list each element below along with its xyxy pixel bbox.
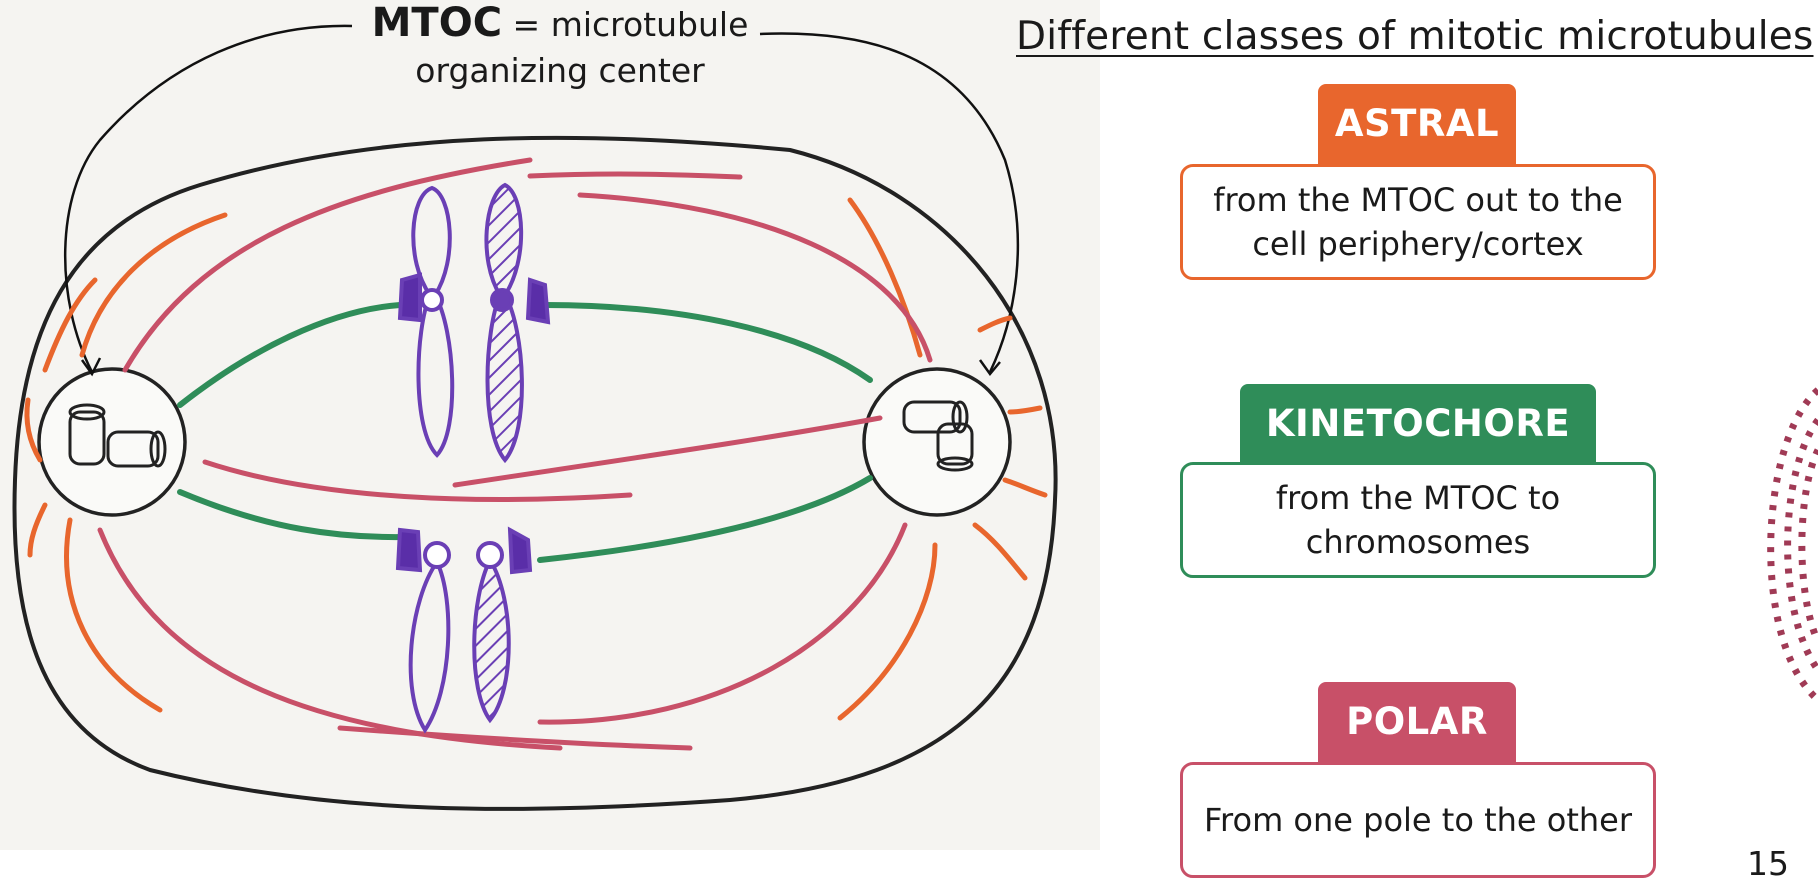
kinetochore-description: from the MTOC to chromosomes [1275, 479, 1561, 561]
mtoc-line2: organizing center [415, 51, 705, 90]
astral-description: from the MTOC out to the cell periphery/… [1213, 181, 1623, 263]
mtoc-label: MTOC = microtubule organizing center [340, 0, 780, 94]
mtoc-arrows [63, 24, 1020, 377]
chromosomes [395, 182, 551, 734]
mtoc-rest: = microtubule [502, 5, 749, 44]
polar-badge: POLAR [1318, 682, 1516, 762]
mtoc-abbr: MTOC [371, 0, 503, 46]
kinetochore-badge: KINETOCHORE [1240, 384, 1596, 464]
mitotic-spindle-diagram [0, 0, 1100, 850]
slide-title: Different classes of mitotic microtubule… [1016, 14, 1814, 59]
astral-description-box: from the MTOC out to the cell periphery/… [1180, 164, 1656, 280]
cell-membrane [12, 135, 1058, 811]
polar-microtubules [97, 157, 933, 751]
chromosome-top-right [484, 182, 551, 464]
chromosome-bottom-right [472, 526, 533, 724]
kinetochore-description-box: from the MTOC to chromosomes [1180, 462, 1656, 578]
chromosome-bottom-left [395, 527, 451, 734]
mtoc-line1: MTOC = microtubule [340, 0, 780, 48]
right-centrioles [902, 400, 974, 472]
decorative-dotted-arcs [1767, 387, 1818, 703]
astral-microtubules [24, 197, 1048, 721]
polar-description: From one pole to the other [1203, 801, 1633, 839]
polar-description-box: From one pole to the other [1180, 762, 1656, 878]
left-centrioles [68, 403, 167, 468]
chromosome-top-left [397, 185, 455, 458]
astral-badge: ASTRAL [1318, 84, 1516, 164]
page-number: 15 [1747, 844, 1789, 883]
kinetochore-microtubules [177, 302, 873, 563]
